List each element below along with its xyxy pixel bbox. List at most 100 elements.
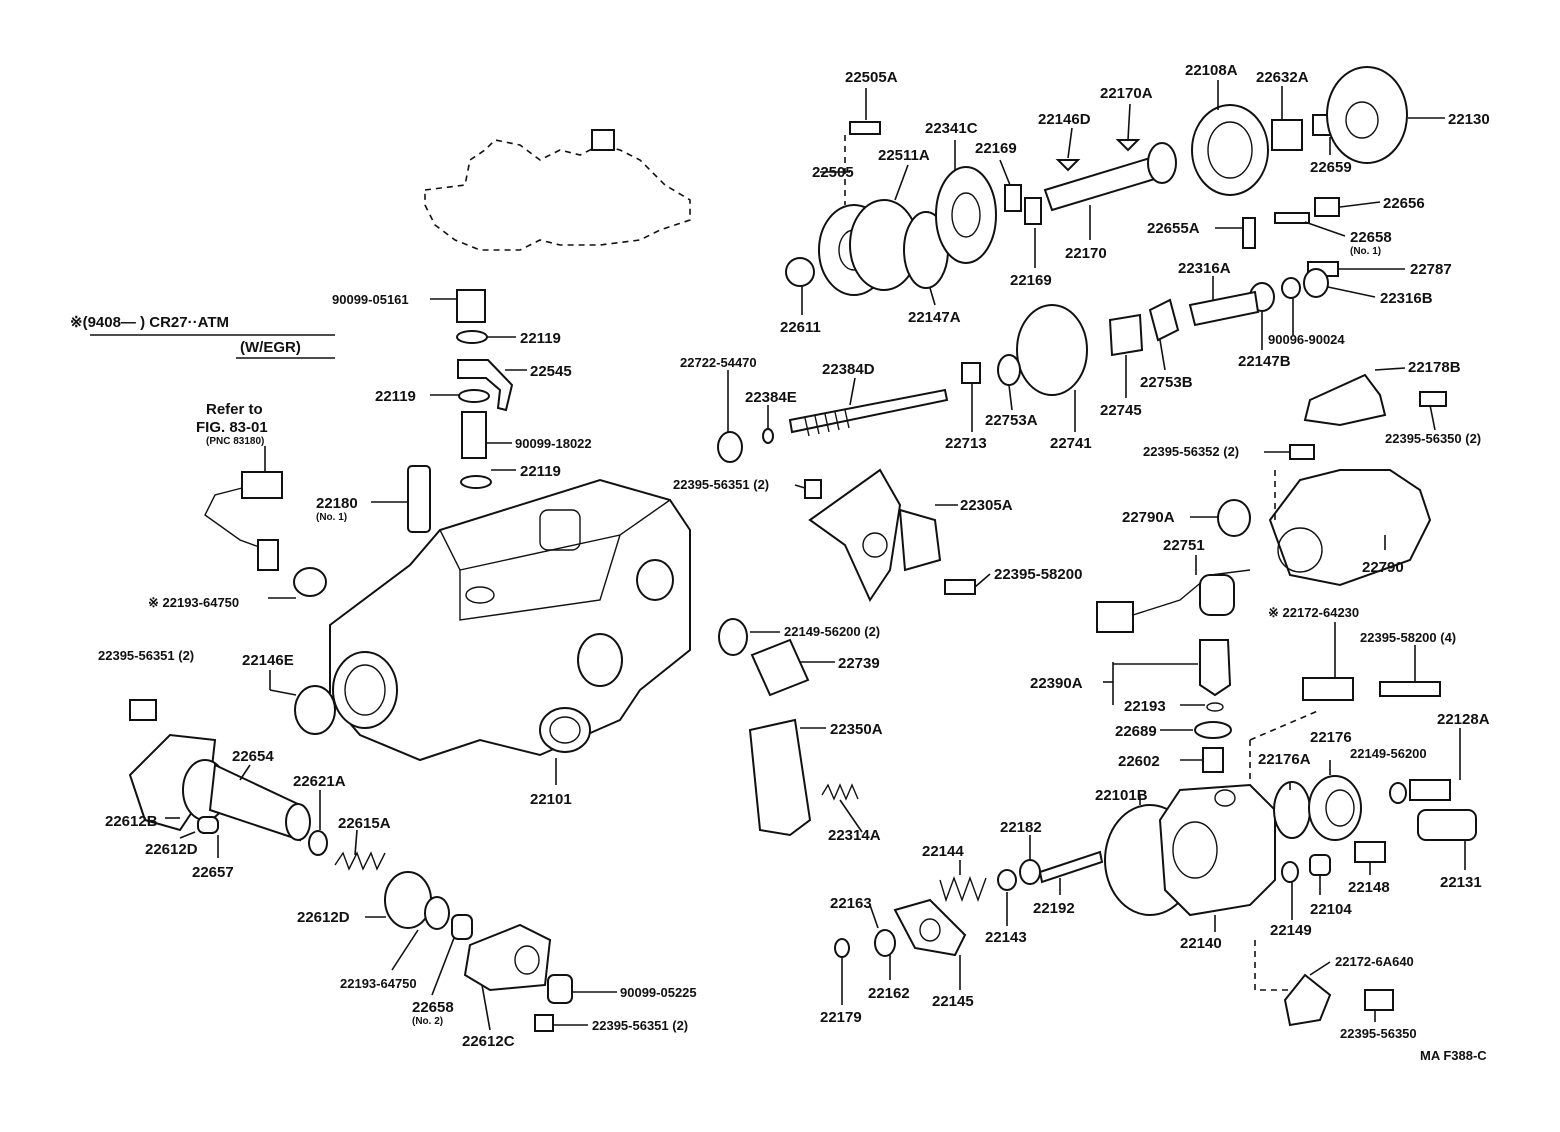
label-90099-18022: 90099-18022 xyxy=(515,436,592,451)
label-22176A: 22176A xyxy=(1258,751,1311,768)
pin-22655A xyxy=(1242,217,1256,249)
label-22656: 22656 xyxy=(1383,195,1425,212)
label-22305A: 22305A xyxy=(960,497,1013,514)
label-22169-b: 22169 xyxy=(1010,272,1052,289)
label-22790A: 22790A xyxy=(1122,509,1175,526)
bushing-22104 xyxy=(1309,854,1331,876)
label-22395-56351-c: 22395-56351 (2) xyxy=(592,1018,688,1033)
figure-code: MA F388-C xyxy=(1420,1048,1487,1063)
sensor-harness xyxy=(204,471,283,571)
refer-line-1: Refer to xyxy=(206,401,263,418)
oil-seal-22146E xyxy=(294,685,336,735)
label-22119-c: 22119 xyxy=(520,463,561,480)
applicability-line-2: (W/EGR) xyxy=(240,339,301,356)
label-22689: 22689 xyxy=(1115,723,1157,740)
bushing-22722-54470 xyxy=(717,431,743,463)
cover-22654-end xyxy=(285,803,311,841)
lever-22745 xyxy=(1108,313,1144,357)
bolt-90099-18022 xyxy=(461,411,487,459)
label-22612B: 22612B xyxy=(105,813,158,830)
key-22170A xyxy=(1115,139,1141,152)
label-22612D-a: 22612D xyxy=(145,841,198,858)
o-ring-22193-64750-a xyxy=(293,567,327,597)
valve-22180 xyxy=(407,465,431,533)
label-22179: 22179 xyxy=(820,1009,862,1026)
label-22741: 22741 xyxy=(1050,435,1092,452)
spring-22144 xyxy=(939,875,987,903)
washer-22182 xyxy=(1019,859,1041,885)
bolt-22395-56351-b xyxy=(129,699,157,721)
solenoid-22751 xyxy=(1199,574,1235,616)
label-22545: 22545 xyxy=(530,363,572,380)
label-90099-05225: 90099-05225 xyxy=(620,985,697,1000)
label-22395-56350-2: 22395-56350 (2) xyxy=(1385,431,1481,446)
washer-22149-56200 xyxy=(1389,782,1407,804)
washer-22621A xyxy=(308,830,328,856)
label-22146D: 22146D xyxy=(1038,111,1091,128)
label-22751: 22751 xyxy=(1163,537,1205,554)
lever-22305A xyxy=(808,468,902,603)
label-22170A: 22170A xyxy=(1100,85,1153,102)
label-22753A: 22753A xyxy=(985,412,1038,429)
label-22172-64230: ※ 22172-64230 xyxy=(1268,605,1359,620)
label-22621A: 22621A xyxy=(293,773,346,790)
o-ring-22162 xyxy=(874,929,896,957)
label-22149-56200-2: 22149-56200 (2) xyxy=(784,624,880,639)
label-22787: 22787 xyxy=(1410,261,1452,278)
label-22395-56351-a: 22395-56351 (2) xyxy=(673,477,769,492)
washer-22149 xyxy=(1281,861,1299,883)
o-ring-22149-56200-a xyxy=(718,618,748,656)
label-22316B: 22316B xyxy=(1380,290,1433,307)
seal-22689 xyxy=(1194,721,1232,739)
label-22314A: 22314A xyxy=(828,827,881,844)
label-22384E: 22384E xyxy=(745,389,797,406)
label-22790: 22790 xyxy=(1362,559,1404,576)
cover-outline xyxy=(424,139,691,251)
o-ring-22193 xyxy=(1206,702,1224,712)
bolt-22395-56350-b xyxy=(1364,989,1394,1011)
bracket-22172-6A640 xyxy=(1283,973,1332,1027)
label-22739: 22739 xyxy=(838,655,880,672)
leader-lines xyxy=(165,80,1466,1031)
label-22180-note: (No. 1) xyxy=(316,512,347,523)
filter-22739 xyxy=(750,638,810,697)
shaft-22384D xyxy=(788,388,949,434)
label-22130: 22130 xyxy=(1448,111,1490,128)
bolt-22395-56351-a xyxy=(804,479,822,499)
plug-90099-05161 xyxy=(456,289,486,323)
label-22390A: 22390A xyxy=(1030,675,1083,692)
label-22101B: 22101B xyxy=(1095,787,1148,804)
spring-22314A xyxy=(821,783,859,801)
pump-body-22101 xyxy=(329,478,691,762)
label-22632A: 22632A xyxy=(1256,69,1309,86)
label-22658-no2-note: (No. 2) xyxy=(412,1016,443,1027)
block-22713 xyxy=(961,362,981,384)
label-22180: 22180 xyxy=(316,495,358,512)
clip-22656 xyxy=(1314,197,1340,217)
shaft-22316A xyxy=(1188,290,1260,327)
label-22170: 22170 xyxy=(1065,245,1107,262)
label-22655A: 22655A xyxy=(1147,220,1200,237)
label-22162: 22162 xyxy=(868,985,910,1002)
key-22169-b xyxy=(1024,197,1042,225)
washer-22753A xyxy=(997,354,1021,386)
gear-22341C xyxy=(935,166,997,264)
weight-22632A xyxy=(1271,119,1303,151)
housing-22790 xyxy=(1268,469,1432,587)
gasket-22119-b xyxy=(458,389,490,403)
label-22101: 22101 xyxy=(530,791,572,808)
spring-22148 xyxy=(1354,841,1386,863)
label-22511A: 22511A xyxy=(878,147,930,164)
label-22659: 22659 xyxy=(1310,159,1352,176)
label-22169-a: 22169 xyxy=(975,140,1017,157)
label-22395-58200-4: 22395-58200 (4) xyxy=(1360,630,1456,645)
label-22131: 22131 xyxy=(1440,874,1482,891)
label-22713: 22713 xyxy=(945,435,987,452)
label-22395-58200: 22395-58200 xyxy=(994,566,1082,583)
cover-22130 xyxy=(1326,66,1408,164)
label-22654: 22654 xyxy=(232,748,274,765)
label-22176: 22176 xyxy=(1310,729,1352,746)
label-22193: 22193 xyxy=(1124,698,1166,715)
label-22146E: 22146E xyxy=(242,652,294,669)
